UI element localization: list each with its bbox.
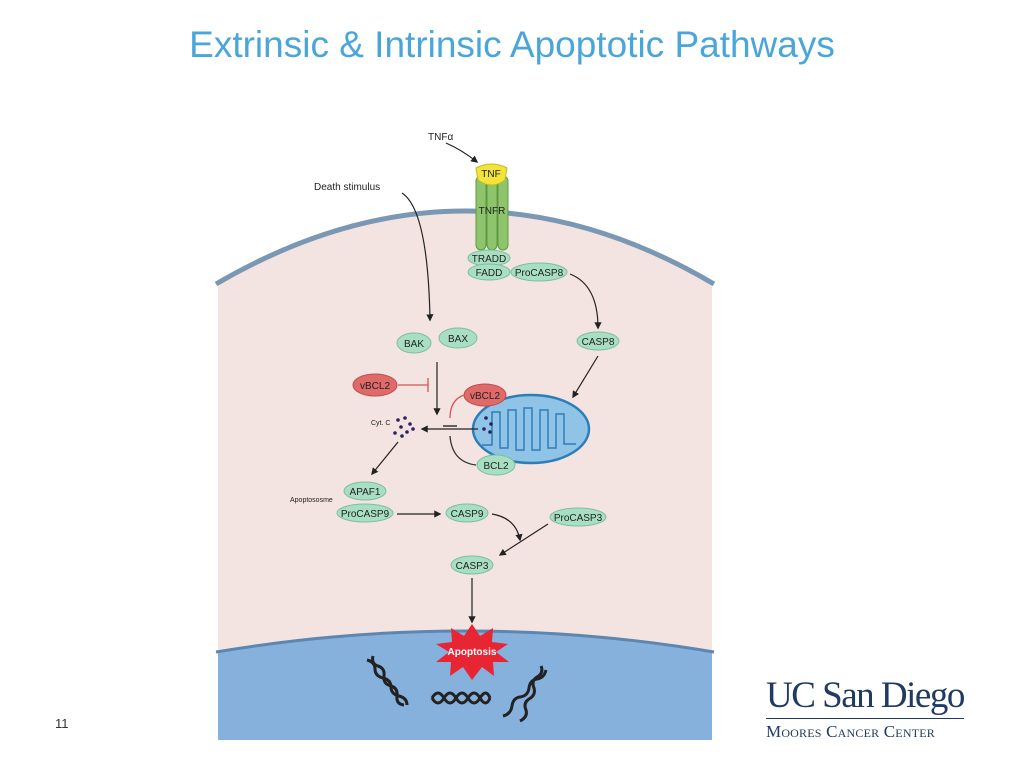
svg-text:TRADD: TRADD (472, 254, 506, 265)
svg-text:APAF1: APAF1 (350, 487, 381, 498)
svg-text:ProCASP3: ProCASP3 (554, 513, 603, 524)
vbcl2-left-inhibition (398, 378, 429, 392)
bak-node: BAK (396, 332, 432, 354)
procasp8-node: ProCASP8 (510, 262, 568, 282)
svg-text:ProCASP8: ProCASP8 (515, 268, 564, 279)
cytc-to-apaf1-arrow (371, 441, 399, 476)
uc-san-diego-logo: UC San Diego Moores Cancer Center (766, 676, 986, 742)
slide-title: Extrinsic & Intrinsic Apoptotic Pathways (189, 24, 835, 65)
death-stimulus-label: Death stimulus (314, 182, 380, 193)
cyt-c-dots (393, 416, 415, 438)
nucleus (218, 632, 712, 740)
bcl2-node: BCL2 (476, 454, 516, 476)
procasp3-node: ProCASP3 (549, 507, 607, 527)
death-stimulus-arrow (401, 192, 434, 322)
apoptosis-burst (436, 624, 509, 680)
svg-text:BAK: BAK (404, 339, 424, 350)
svg-text:BCL2: BCL2 (483, 461, 508, 472)
dna-strand-2 (430, 691, 492, 705)
casp8-to-mito-arrow (572, 355, 599, 399)
bcl2-inhibition (449, 435, 477, 466)
svg-text:CASP3: CASP3 (456, 561, 489, 572)
logo-main-text: UC San Diego (766, 676, 965, 719)
apaf1-node: APAF1 (343, 481, 387, 501)
tnfa-label: TNFα (428, 132, 453, 143)
casp3-node: CASP3 (450, 555, 494, 575)
nuclear-membrane (215, 629, 715, 654)
tnfr-label: TNFR (479, 206, 506, 217)
casp8-node: CASP8 (576, 331, 620, 351)
apoptosis-label: Apoptosis (448, 647, 497, 658)
cyt-c-label: Cyt. C (371, 420, 390, 427)
slide-number: 11 (55, 716, 69, 731)
dna-strand-1 (366, 655, 409, 707)
svg-text:vBCL2: vBCL2 (470, 391, 500, 402)
svg-text:vBCL2: vBCL2 (360, 381, 390, 392)
mitochondrion (471, 393, 591, 465)
logo-sub-text: Moores Cancer Center (766, 722, 935, 741)
procasp3-to-casp3-arrow (498, 523, 549, 556)
tnfa-arrow (445, 142, 479, 163)
tnf-label: TNF (481, 169, 500, 180)
svg-text:CASP9: CASP9 (451, 509, 484, 520)
svg-text:CASP8: CASP8 (582, 337, 615, 348)
cell-membrane (214, 208, 716, 287)
fadd-node: FADD (467, 263, 511, 281)
bax-node: BAX (438, 327, 478, 349)
dna-strand-3 (502, 665, 548, 723)
casp9-curve-arrow (491, 513, 523, 542)
vbcl2-mito-node: vBCL2 (463, 383, 507, 407)
vbcl2-left-node: vBCL2 (352, 373, 398, 397)
apoptosome-label: Apoptososme (290, 497, 333, 504)
svg-text:ProCASP9: ProCASP9 (341, 509, 390, 520)
svg-text:FADD: FADD (476, 268, 503, 279)
svg-text:BAX: BAX (448, 334, 468, 345)
procasp8-to-casp8-arrow (569, 273, 602, 330)
casp9-node: CASP9 (445, 503, 489, 523)
vbcl2-mito-inhibition (449, 394, 465, 419)
tnf-ligand (475, 163, 508, 186)
procasp9-node: ProCASP9 (336, 503, 394, 523)
